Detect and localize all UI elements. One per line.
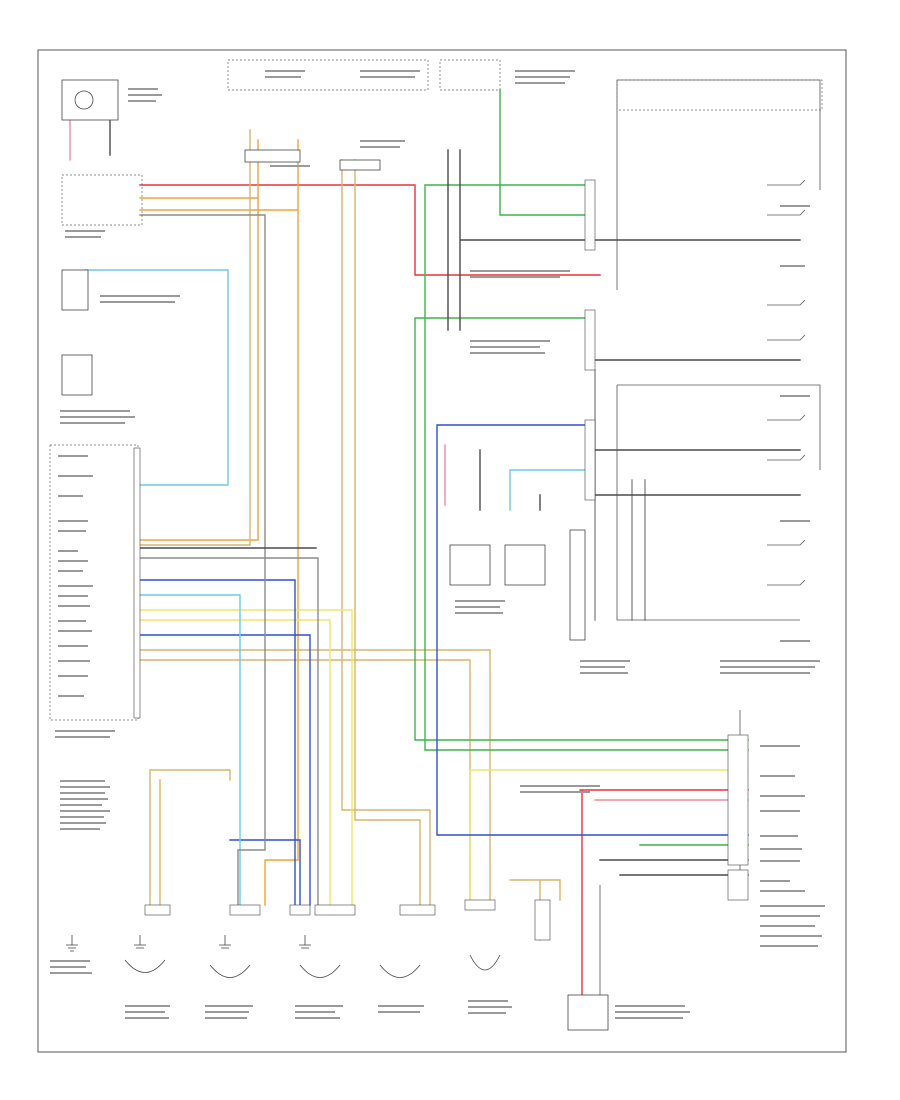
wire-orange-a: [139, 139, 259, 541]
wire-black-e: [599, 859, 749, 876]
label-marks: [50, 70, 825, 1019]
wire-tan-e: [149, 769, 231, 911]
wire-black-c: [539, 359, 801, 511]
wire-yellow-a: [139, 609, 353, 906]
wire-green-b: [424, 184, 749, 751]
wire-pink-b: [444, 444, 749, 801]
wire-tan-c: [354, 159, 421, 911]
wire-yellow-b: [469, 769, 749, 906]
actuator-motors: [124, 529, 609, 1031]
connector-c1: [244, 149, 301, 163]
wire-group: [69, 89, 801, 1001]
fuse-block-top: [227, 59, 429, 91]
blower-motor-icon: [74, 90, 94, 110]
wire-gray-a: [139, 557, 319, 906]
wire-gray-c: [139, 214, 266, 906]
wire-tan-a: [139, 129, 251, 546]
wire-red-lower: [579, 789, 749, 1001]
bottom-connectors: [144, 899, 551, 941]
wire-orange-b: [139, 139, 299, 906]
wire-tan-b: [341, 159, 431, 911]
wire-black-d: [479, 449, 801, 511]
ground-symbols: [66, 935, 311, 952]
wire-lightblue-b: [139, 594, 241, 906]
diagram-frame: [37, 49, 847, 1053]
relay-group-top: [616, 79, 823, 111]
wire-blue-c: [229, 839, 301, 906]
wire-blue-a: [436, 424, 749, 836]
sensor-box-2: [61, 354, 93, 396]
blower-motor-box: [61, 79, 119, 121]
wire-green-a: [499, 89, 591, 216]
blower-control-module-box: [61, 174, 143, 226]
relay-lines: [574, 79, 821, 1026]
sensor-box: [61, 269, 89, 311]
connector-c2: [339, 159, 381, 171]
wire-green-c: [414, 317, 749, 741]
wire-lightblue-c: [509, 469, 591, 511]
wire-red-main: [139, 184, 601, 276]
wire-blue-b: [139, 579, 311, 906]
right-connector-strip: [584, 179, 749, 901]
wire-black-b: [447, 149, 801, 331]
fuse-block-top-right: [439, 59, 501, 91]
module-pins: [133, 447, 141, 719]
wire-black-a: [109, 119, 317, 549]
hvac-control-module: [49, 444, 139, 721]
wire-lightblue-a: [84, 269, 229, 486]
wire-yellow-c: [139, 619, 331, 906]
